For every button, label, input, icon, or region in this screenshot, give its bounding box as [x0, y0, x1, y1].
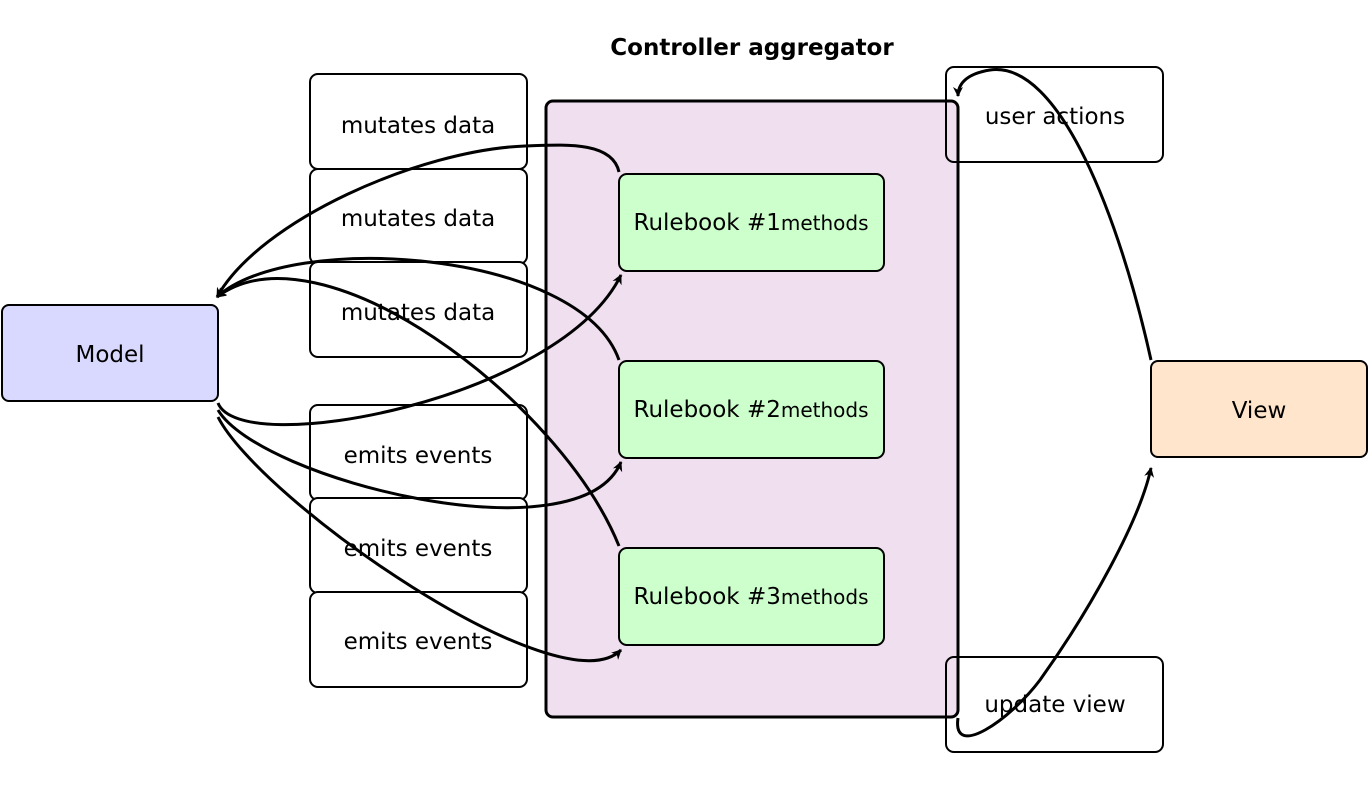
mutates-data-box: mutates data — [309, 261, 528, 358]
edge-rulebook1-to-model — [215, 143, 621, 298]
svg-text:mutates data: mutates data — [341, 300, 495, 326]
svg-text:View: View — [1232, 398, 1287, 424]
update-view-box: update view — [945, 656, 1164, 753]
edge-model-to-rulebook2 — [216, 409, 623, 510]
emits-events-box: emits events — [309, 404, 528, 501]
svg-text:emits events: emits events — [344, 536, 493, 562]
svg-text:emits events: emits events — [344, 629, 493, 655]
view-node: View — [1150, 360, 1368, 458]
svg-text:Rulebook #2methods: Rulebook #2methods — [634, 397, 869, 423]
rulebook-3-node: Rulebook #3methods — [618, 547, 885, 646]
edge-rulebook3-to-model — [216, 277, 621, 547]
edge-model-to-rulebook3 — [216, 416, 623, 663]
svg-text:Rulebook #1methods: Rulebook #1methods — [634, 210, 869, 236]
model-node: Model — [1, 304, 219, 402]
svg-text:emits events: emits events — [344, 443, 493, 469]
user-actions-box: user actions — [945, 66, 1164, 163]
mutates-data-box: mutates data — [309, 73, 528, 170]
edge-rulebook2-to-model — [215, 256, 621, 361]
svg-text:mutates data: mutates data — [341, 206, 495, 232]
emits-events-box: emits events — [309, 497, 528, 594]
rulebook-1-node: Rulebook #1methods — [618, 173, 885, 272]
svg-text:mutates data: mutates data — [341, 113, 495, 139]
edge-update-view-to-view — [956, 467, 1155, 738]
rulebook-2-node: Rulebook #2methods — [618, 360, 885, 459]
emits-events-box: emits events — [309, 591, 528, 688]
svg-text:Rulebook #3methods: Rulebook #3methods — [634, 584, 869, 610]
svg-text:Model: Model — [75, 342, 144, 368]
edge-model-to-rulebook1 — [216, 274, 623, 427]
edge-view-to-user-actions — [953, 68, 1153, 361]
mutates-data-box: mutates data — [309, 168, 528, 265]
diagram-title: Controller aggregator — [610, 35, 894, 61]
